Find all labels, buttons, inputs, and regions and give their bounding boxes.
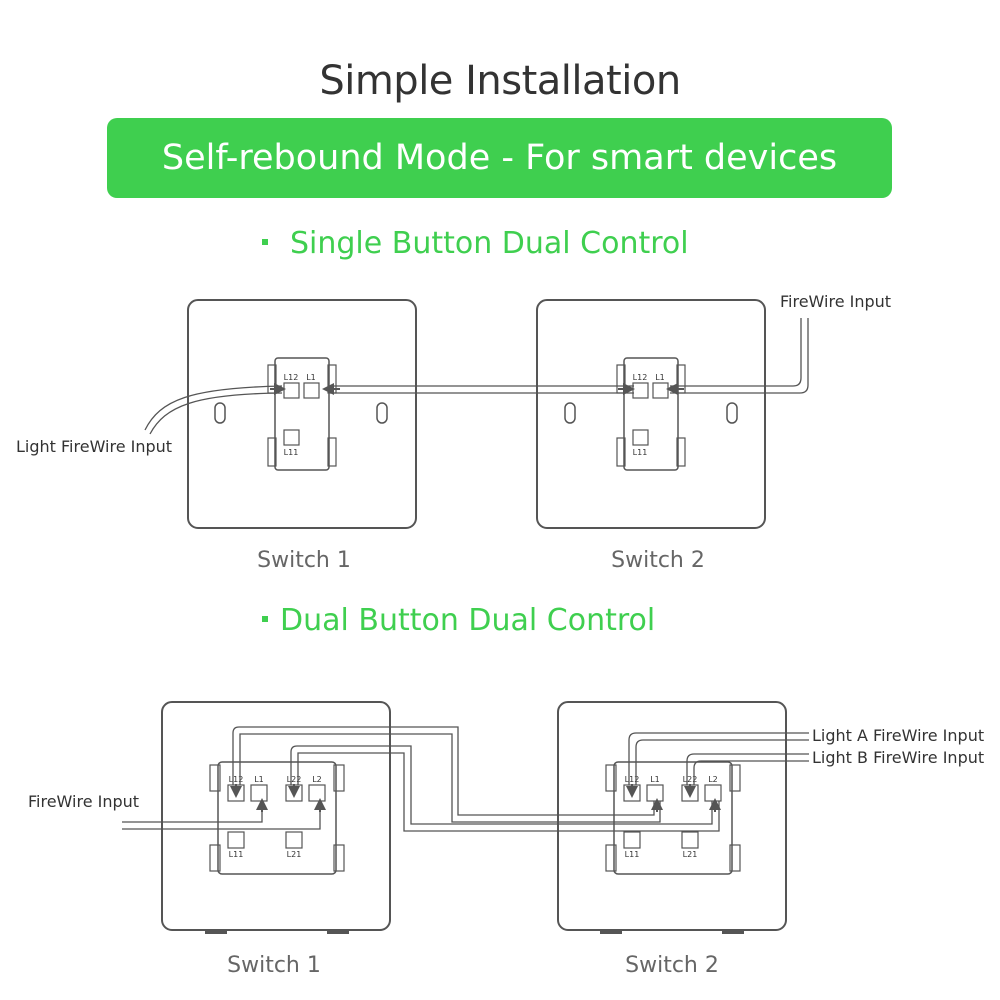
light-firewire-input-label: Light FireWire Input xyxy=(16,437,172,456)
switch-1-label: Switch 1 xyxy=(257,548,351,573)
section-title-single-text: Single Button Dual Control xyxy=(290,226,689,261)
light-a-firewire-input-label: Light A FireWire Input xyxy=(812,726,984,745)
light-b-firewire-input-label: Light B FireWire Input xyxy=(812,748,984,767)
section-title-dual-text: Dual Button Dual Control xyxy=(280,603,656,638)
page-title: Simple Installation xyxy=(319,58,681,104)
dual-wires xyxy=(122,726,809,832)
terminal-label: L2 xyxy=(312,775,322,784)
section-title-dual: Dual Button Dual Control xyxy=(262,603,655,638)
single-switch-2: L12 L1 L11 xyxy=(536,299,766,529)
dual-switch-1: L12 L1 L22 L2 L11 L21 xyxy=(161,701,391,934)
terminal-label: L11 xyxy=(284,448,299,457)
single-wires xyxy=(144,318,809,435)
switch-2-label: Switch 2 xyxy=(611,548,705,573)
switch-2-label: Switch 2 xyxy=(625,953,719,978)
terminal-label: L1 xyxy=(306,373,316,382)
terminal-label: L11 xyxy=(633,448,648,457)
bullet-icon xyxy=(262,615,268,622)
firewire-input-label: FireWire Input xyxy=(780,292,891,311)
terminal-label: L12 xyxy=(284,373,299,382)
single-switch-1: L12 L1 L11 xyxy=(187,299,417,529)
switch-1-label: Switch 1 xyxy=(227,953,321,978)
bullet-icon xyxy=(262,238,268,245)
terminal-label: L11 xyxy=(229,850,244,859)
terminal-label: L21 xyxy=(287,850,302,859)
terminal-label: L22 xyxy=(683,775,698,784)
mode-banner: Self-rebound Mode - For smart devices xyxy=(107,118,892,198)
firewire-input-label: FireWire Input xyxy=(28,792,139,811)
terminal-label: L1 xyxy=(650,775,660,784)
terminal-label: L1 xyxy=(254,775,264,784)
section-title-single: Single Button Dual Control xyxy=(262,226,689,261)
terminal-label: L2 xyxy=(708,775,718,784)
terminal-label: L1 xyxy=(655,373,665,382)
terminal-label: L11 xyxy=(625,850,640,859)
terminal-label: L12 xyxy=(633,373,648,382)
dual-switch-2: L12 L1 L22 L2 L11 L21 xyxy=(557,701,787,934)
terminal-label: L12 xyxy=(229,775,244,784)
mode-banner-text: Self-rebound Mode - For smart devices xyxy=(161,138,838,178)
terminal-label: L21 xyxy=(683,850,698,859)
terminal-label: L12 xyxy=(625,775,640,784)
terminal-label: L22 xyxy=(287,775,302,784)
